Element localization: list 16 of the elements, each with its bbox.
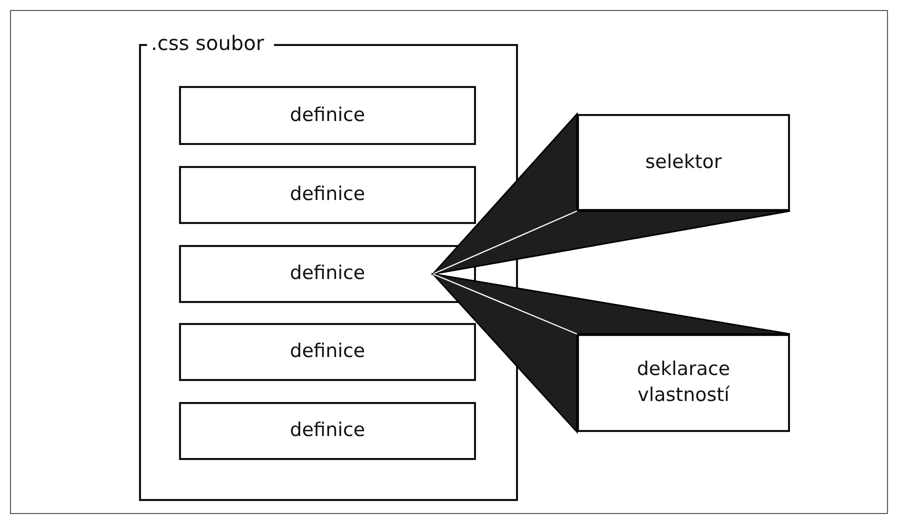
wedge-connector [430, 272, 791, 434]
definition-box [179, 402, 476, 460]
wedge-connector [430, 112, 791, 276]
definition-label: definice [288, 261, 366, 286]
callout-label: selektor [644, 150, 723, 175]
definition-label: definice [288, 182, 366, 208]
definition-box [179, 245, 476, 303]
definition-label: definice [288, 339, 366, 364]
definition-box [179, 86, 476, 145]
definition-box [179, 166, 476, 224]
callout-box [577, 114, 790, 211]
callout-label: deklarace vlastností [636, 357, 732, 408]
definition-box [179, 323, 476, 381]
callout-box [577, 334, 790, 432]
definition-label: definice [288, 418, 366, 444]
definition-label: definice [288, 102, 366, 128]
